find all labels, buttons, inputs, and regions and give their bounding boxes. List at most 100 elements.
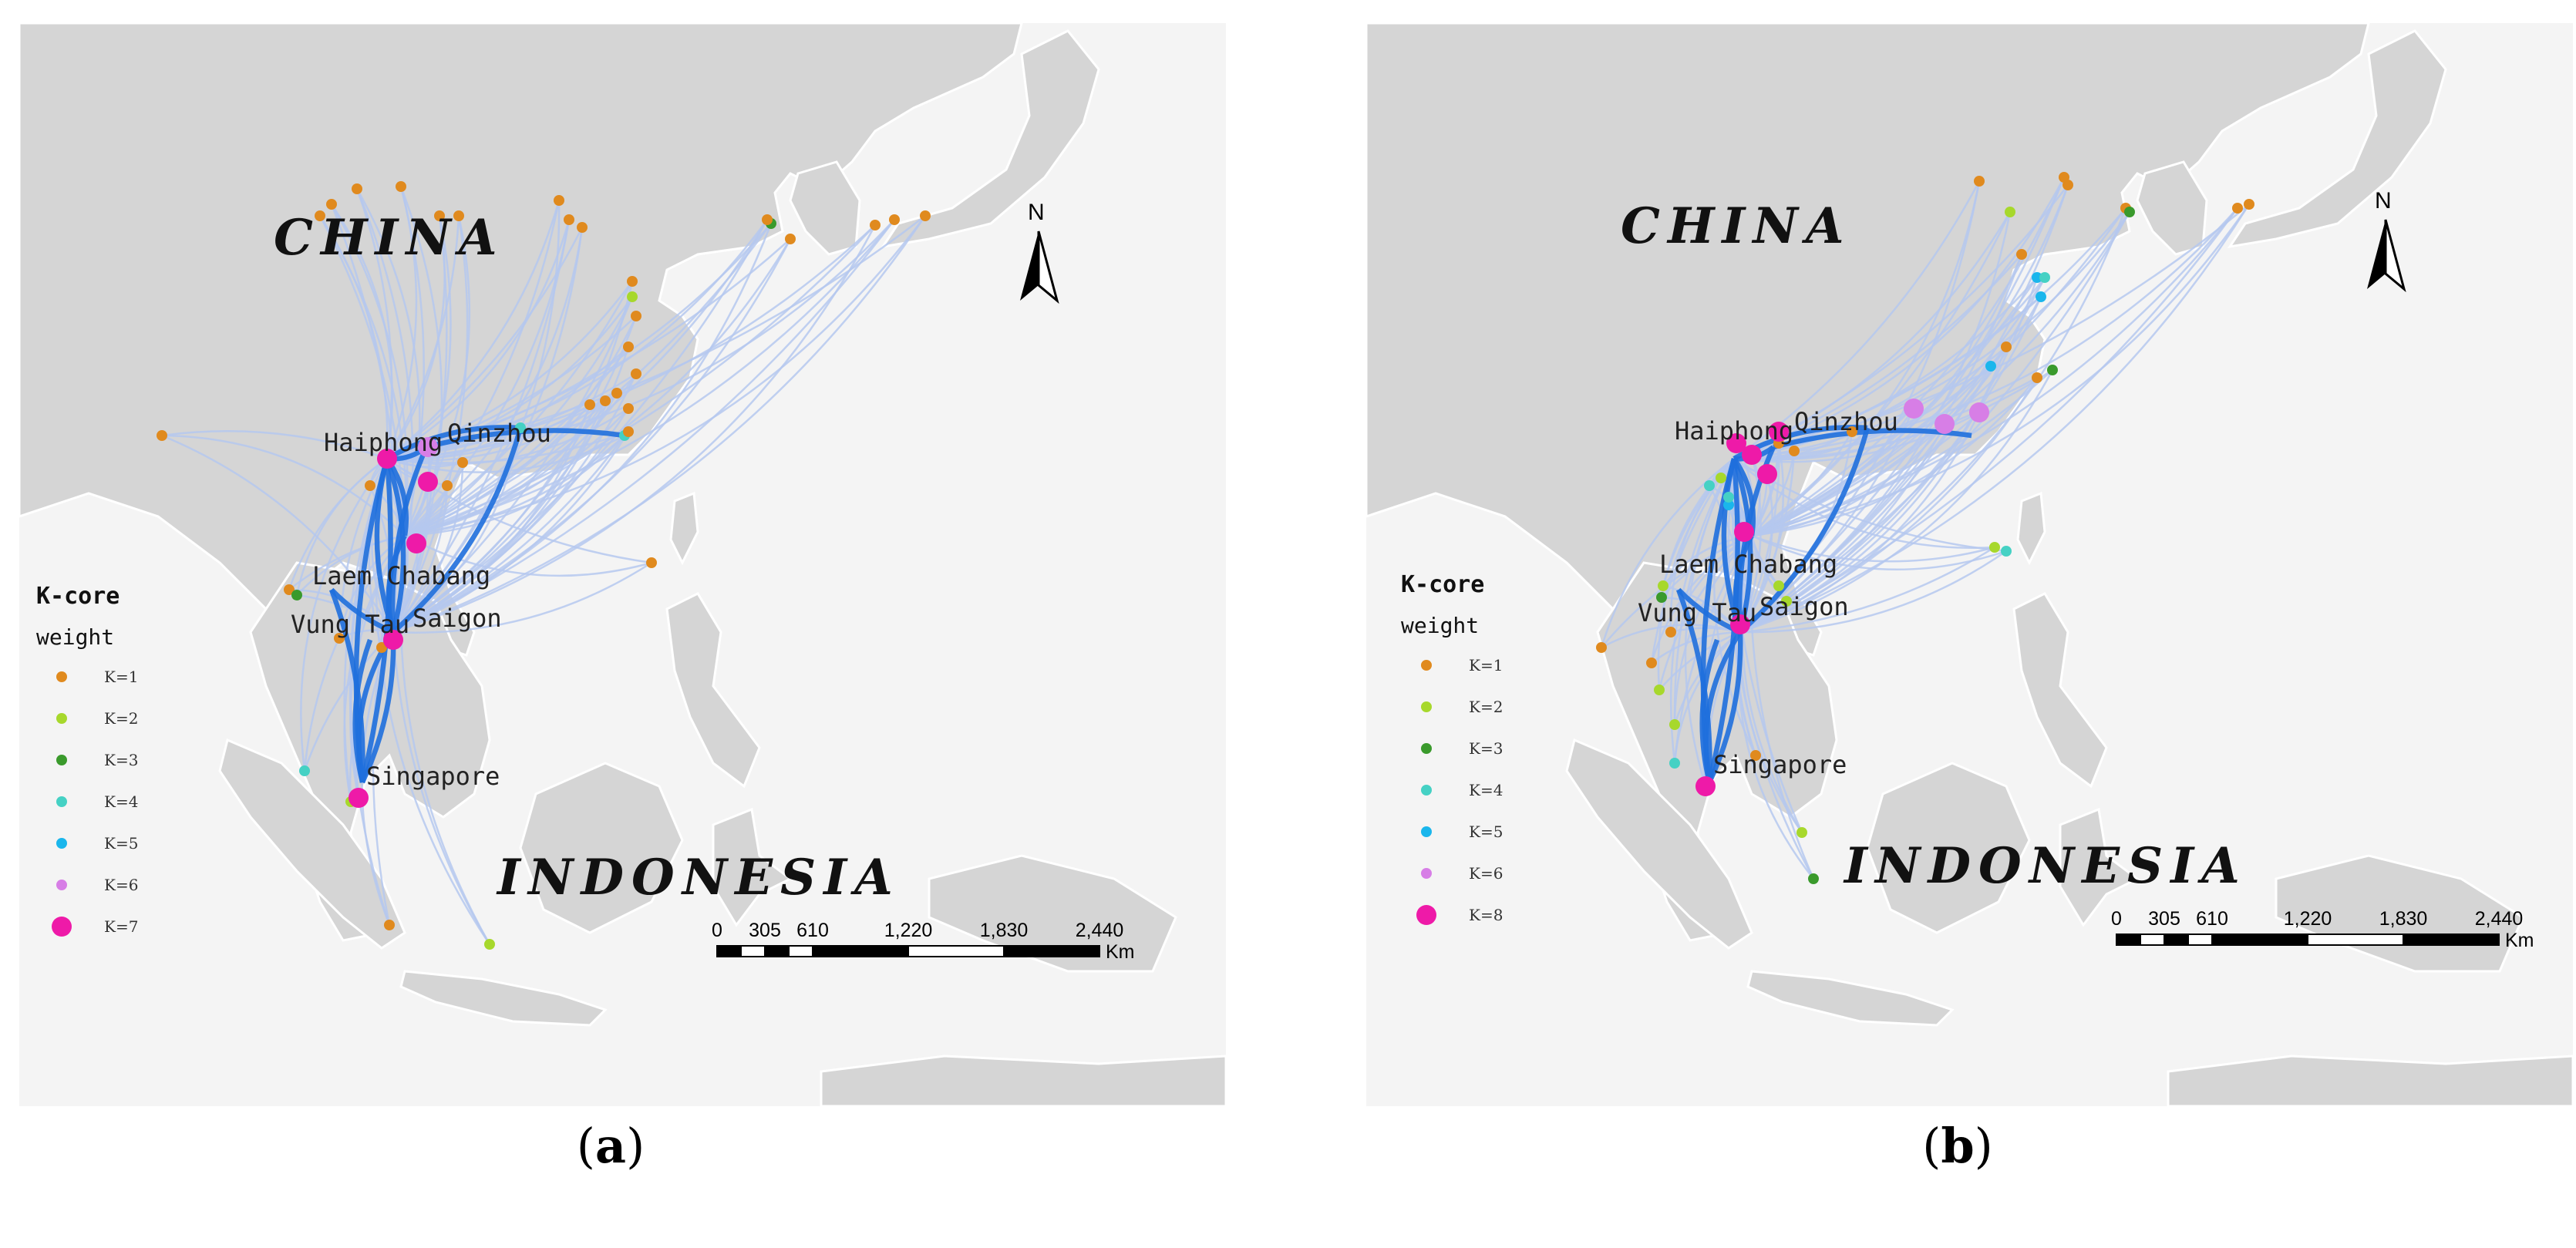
- strong-route-link: [360, 631, 396, 784]
- route-link: [1601, 624, 1741, 649]
- north-arrow: N: [1020, 200, 1059, 304]
- legend-swatch: [1421, 701, 1432, 712]
- port-node-k1: [326, 199, 337, 210]
- route-link: [386, 215, 460, 459]
- scale-tick-label: 1,220: [2284, 908, 2332, 930]
- port-node-k1: [623, 341, 634, 352]
- port-node-k1: [157, 430, 167, 441]
- route-link: [1601, 534, 1753, 648]
- port-label-vung-tau: Vung Tau: [291, 610, 409, 639]
- port-node-k4: [2001, 546, 2012, 557]
- land-java: [399, 970, 608, 1027]
- port-node-k1: [646, 557, 657, 568]
- legend-swatch: [56, 796, 67, 807]
- legend-item-label: K=1: [104, 668, 138, 686]
- route-link: [404, 427, 522, 537]
- port-node-k1: [554, 195, 564, 206]
- route-link: [403, 215, 452, 537]
- route-link: [1739, 454, 1762, 633]
- port-node-k2: [1658, 580, 1669, 591]
- route-link: [404, 200, 561, 537]
- route-link: [392, 215, 448, 633]
- legend-item-label: K=1: [1469, 656, 1503, 674]
- port-node-k1: [315, 210, 325, 221]
- scale-unit: Km: [2505, 930, 2534, 951]
- scale-tick-label: 610: [796, 920, 829, 941]
- route-link: [161, 430, 388, 460]
- map-canvas-a: CHINA INDONESIA N Haiphong Qinzhou Laem …: [19, 23, 1226, 1106]
- scale-segment: [716, 945, 742, 957]
- route-link: [1739, 550, 2007, 634]
- scale-tick-label: 1,830: [980, 920, 1029, 941]
- route-link: [392, 223, 773, 634]
- strong-route-link: [1675, 588, 1712, 783]
- port-node-k1: [870, 220, 881, 230]
- land-korea: [789, 160, 861, 256]
- port-labels: Haiphong Qinzhou Laem Chabang Vung Tau S…: [1638, 407, 1898, 779]
- port-node-k1: [1974, 176, 1985, 187]
- route-link: [1733, 277, 2046, 460]
- land-korea: [2136, 160, 2208, 256]
- port-node-k1: [352, 183, 362, 194]
- port-label-singapore: Singapore: [366, 762, 500, 791]
- route-link: [1733, 422, 1945, 461]
- scale-segment: [2403, 933, 2500, 946]
- port-node-k1: [577, 222, 588, 233]
- route-link: [343, 458, 389, 802]
- strong-route-link: [1738, 427, 1871, 634]
- strong-route-link: [328, 588, 365, 783]
- legend-items: K=1K=2K=3K=4K=5K=6K=8: [1416, 656, 1503, 925]
- legend-swatch: [56, 713, 67, 724]
- scale-segment: [812, 945, 909, 957]
- strong-route-link: [391, 427, 524, 634]
- legend-item-label: K=5: [1469, 822, 1503, 841]
- port-node-k8: [1734, 522, 1754, 542]
- land-java: [1746, 970, 1955, 1027]
- map-canvas-b: CHINA INDONESIA N Haiphong Qinzhou Laem …: [1366, 23, 2573, 1106]
- country-label-indonesia: INDONESIA: [496, 849, 901, 907]
- legend-item-label: K=8: [1469, 906, 1503, 924]
- route-link: [1751, 365, 1992, 537]
- port-node-k3: [291, 590, 302, 600]
- port-node-k1: [631, 311, 641, 321]
- port-node-k1: [2032, 372, 2042, 383]
- legend-item-label: K=2: [104, 709, 138, 728]
- port-node-k4: [299, 765, 310, 776]
- scale-segment: [764, 945, 790, 957]
- port-node-k8: [1726, 433, 1746, 453]
- route-link: [404, 238, 792, 537]
- port-node-k1: [584, 399, 595, 410]
- port-node-k1: [611, 388, 622, 399]
- scale-segment: [2211, 933, 2308, 946]
- route-link: [355, 188, 393, 459]
- port-node-k4: [1704, 480, 1715, 491]
- route-link: [1751, 423, 1945, 537]
- port-node-k7: [383, 630, 403, 650]
- land-borneo: [1866, 762, 2031, 934]
- route-link: [392, 485, 449, 633]
- port-label-singapore: Singapore: [1713, 750, 1847, 779]
- legend-item-label: K=5: [104, 834, 138, 853]
- scale-tick-label: 1,220: [884, 920, 933, 941]
- strong-route-link: [384, 457, 406, 633]
- route-link: [404, 431, 629, 537]
- port-node-k1: [1596, 642, 1607, 653]
- route-link: [403, 446, 430, 537]
- port-node-k1: [1646, 658, 1657, 668]
- port-node-k1: [384, 920, 395, 930]
- port-node-k2: [2005, 207, 2015, 217]
- strong-route-link: [386, 425, 521, 461]
- port-node-k8: [1757, 464, 1777, 484]
- legend-items: K=1K=2K=3K=4K=5K=6K=7: [52, 668, 138, 937]
- north-arrow-icon: [1020, 231, 1039, 301]
- land-philippines: [665, 592, 761, 789]
- port-node-k3: [2124, 207, 2135, 217]
- port-node-k1: [623, 403, 634, 414]
- scale-tick-label: 2,440: [2475, 908, 2524, 930]
- scale-segment: [740, 945, 766, 957]
- port-node-k2: [1989, 542, 2000, 553]
- land-layer: [19, 23, 1226, 1106]
- port-node-k8: [1730, 614, 1750, 634]
- route-link: [1739, 423, 1946, 634]
